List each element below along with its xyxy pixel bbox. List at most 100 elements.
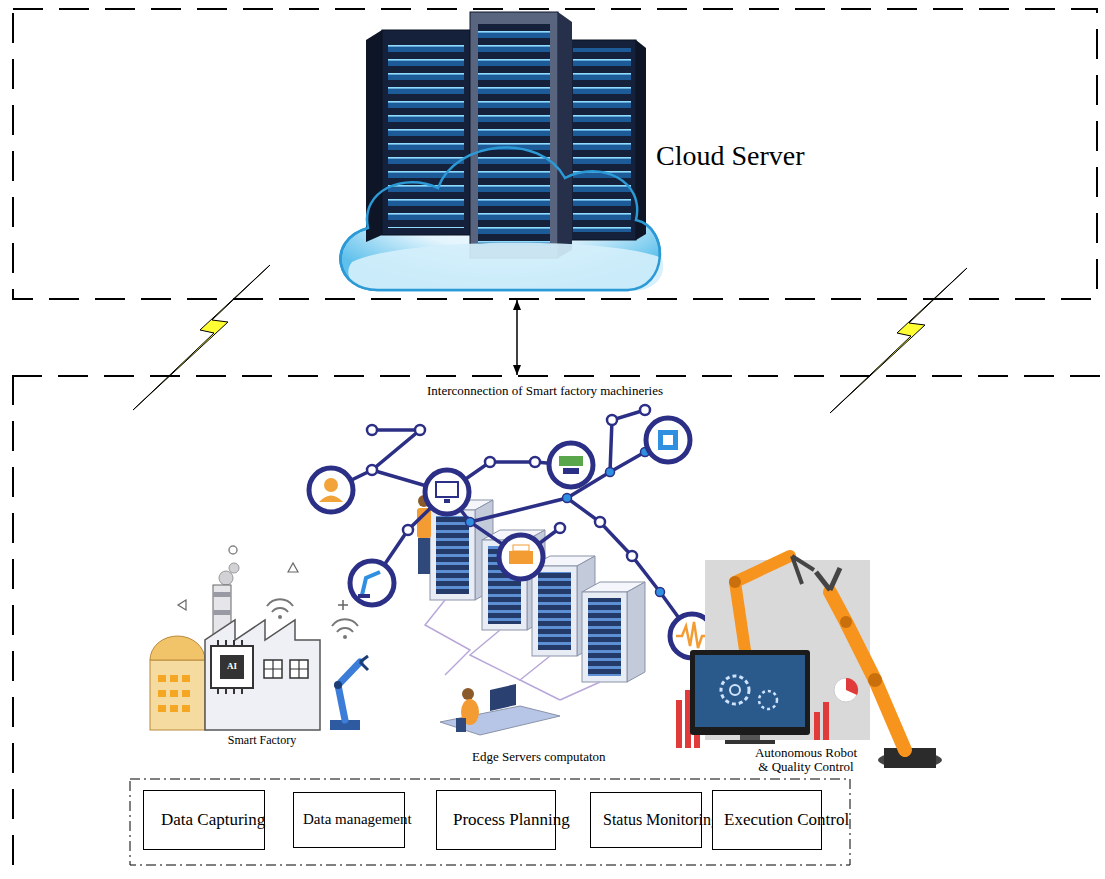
cloud-server-art <box>340 12 663 291</box>
machine-network <box>425 470 469 514</box>
edge-server-art <box>627 582 645 682</box>
link-arrow <box>516 300 518 375</box>
process-box: Execution Control <box>712 790 822 850</box>
region-caption: Interconnection of Smart factory machine… <box>427 384 663 399</box>
server-rack <box>366 30 470 242</box>
edge-server-art <box>470 630 520 680</box>
smart-factory-art <box>170 705 178 712</box>
smart-factory-art <box>229 546 237 554</box>
smart-factory-art <box>213 610 231 615</box>
edge-server-art <box>456 718 466 732</box>
smart-factory-art <box>178 600 186 610</box>
edge-server-art <box>538 572 571 650</box>
server-rack <box>568 40 636 240</box>
smart-factory-art <box>150 660 205 730</box>
machine-network <box>607 415 617 425</box>
robot-quality-art <box>690 650 810 735</box>
smart-factory-art <box>360 656 368 670</box>
label-anchor: Smart Factory <box>226 734 298 747</box>
machine-network <box>606 468 615 477</box>
cloud-region: Cloud Server <box>12 8 1098 300</box>
machine-network <box>656 588 665 597</box>
machine-network <box>563 494 572 503</box>
wireless-bolt <box>133 265 967 413</box>
machine-network <box>509 551 533 564</box>
edge-server-art <box>532 566 577 656</box>
server-rack <box>558 12 572 258</box>
smart-factory-art <box>182 705 190 712</box>
process-box: Data Capturing <box>143 790 265 850</box>
machine-network <box>663 435 673 445</box>
machine-network <box>555 523 565 533</box>
edge-server-art <box>582 592 627 682</box>
machine-network <box>676 622 708 648</box>
machine-network <box>466 518 475 527</box>
machine-network <box>324 478 338 492</box>
server-rack <box>382 30 470 235</box>
machine-network <box>530 457 540 467</box>
server-rack <box>573 48 631 232</box>
wireless-bolt <box>133 265 270 410</box>
robot-quality-art <box>740 735 760 740</box>
box-label: Status Monitoring <box>603 811 689 829</box>
machine-network <box>367 465 377 475</box>
machine-network <box>350 561 394 605</box>
smart-factory-art <box>290 660 308 678</box>
wireless-bolt <box>830 268 967 413</box>
machine-network <box>563 468 579 474</box>
machine-network <box>559 456 583 466</box>
region-outline <box>12 8 1098 300</box>
smart-factory-art <box>170 675 178 682</box>
robot-quality-art <box>695 655 805 727</box>
label-anchor: Autonomous Robot & Quality Control <box>749 746 863 775</box>
edge-server-art <box>440 706 560 735</box>
machine-network <box>549 443 593 487</box>
machine-network <box>362 572 380 595</box>
smart-factory-art <box>338 600 348 610</box>
robot-quality-art <box>759 691 777 709</box>
machine-network <box>403 525 413 535</box>
smart-factory-art <box>264 660 282 678</box>
smart-factory-art <box>338 662 360 720</box>
server-rack <box>388 38 464 228</box>
smart-factory-art <box>264 660 282 678</box>
machine-network <box>444 499 450 503</box>
figure-label: Smart Factory <box>226 734 298 747</box>
server-rack <box>470 12 572 258</box>
robot-quality-art <box>816 568 840 590</box>
cloud-front <box>348 243 663 291</box>
edge-server-art <box>462 688 474 700</box>
smart-factory-art <box>150 546 368 730</box>
robot-quality-art <box>676 700 682 748</box>
process-box: Data management <box>293 792 405 848</box>
robot-quality-art <box>823 702 829 740</box>
dashed-border <box>12 375 1105 377</box>
smart-factory-art <box>182 690 190 697</box>
edge-server-art <box>520 656 560 700</box>
machine-network <box>499 535 543 579</box>
machine-network <box>309 405 714 658</box>
smart-factory-art <box>334 681 342 689</box>
smart-factory-art <box>229 563 239 573</box>
region-title: Cloud Server <box>656 140 805 172</box>
factory-region: Interconnection of Smart factory machine… <box>12 375 1105 879</box>
dashed-border <box>12 375 14 879</box>
machine-network <box>646 418 690 462</box>
machine-network <box>415 425 425 435</box>
robot-quality-art <box>792 556 814 584</box>
label-anchor: Edge Servers computaton <box>470 750 608 764</box>
robot-quality-art <box>730 685 740 695</box>
smart-factory-art <box>288 563 298 572</box>
chip-label: AI <box>225 662 239 672</box>
robot-quality-art <box>729 576 741 588</box>
machine-network <box>309 468 353 512</box>
machine-network <box>319 496 343 503</box>
machine-network <box>358 594 370 598</box>
robot-quality-art <box>814 712 820 740</box>
robot-quality-art <box>676 556 942 768</box>
machine-network <box>567 498 692 636</box>
robot-quality-art <box>735 556 790 650</box>
smart-factory-art <box>170 690 178 697</box>
smart-factory-art <box>205 620 320 730</box>
